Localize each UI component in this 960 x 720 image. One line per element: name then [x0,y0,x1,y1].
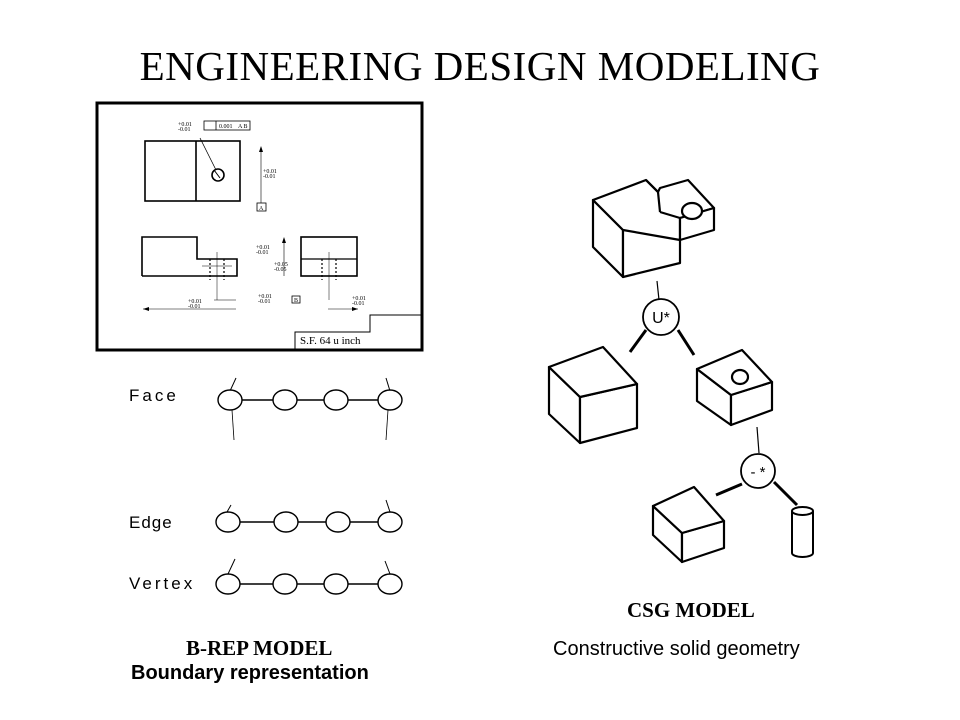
engineering-drawing [95,101,424,352]
bottom-tol-b: -0.01 [188,304,201,310]
edge-node-3 [325,511,351,533]
drawing-frame [95,101,424,352]
datum-b-label: B [294,298,298,304]
brep-edge-label: Edge [129,513,173,532]
brep-face-label: Face [129,386,179,405]
face-node-2 [272,389,298,411]
mid-tol-a: +0.01 [256,245,270,251]
bottom-tol-c: +0.01 [258,294,272,300]
face-node-1 [217,389,243,411]
hole-circle [211,168,225,182]
bottom-tol-e: +0.01 [352,296,366,302]
brep-vertex-graph [215,558,403,595]
title-block [294,314,422,350]
datum-a-box [256,202,267,212]
union-operator: U* [652,310,670,327]
datum-b-box [291,295,301,304]
front-view [141,236,238,277]
datum-a-label: A [259,206,264,212]
fcf-datum: A B [238,124,248,130]
hole-feature [680,201,704,221]
page-title: ENGINEERING DESIGN MODELING [139,43,821,89]
mid-tol-c: +0.05 [274,262,288,268]
brep-edge-graph [215,499,403,533]
side-tol-a: +0.01 [263,169,277,175]
vertex-node-4 [377,573,403,595]
csg-model-label: CSG MODEL [627,598,755,622]
csg-small-block [651,485,726,564]
top-tol-b: -0.01 [178,127,191,133]
vertex-node-3 [323,573,349,595]
union-node [642,298,680,336]
brep-face-graph [217,377,403,441]
brep-model-label: B-REP MODEL [186,636,333,660]
bottom-tol-a: +0.01 [188,299,202,305]
csg-result-solid [591,178,716,279]
csg-block-left [547,345,639,445]
feature-control-frame [203,120,251,131]
mid-tol-d: -0.05 [274,267,287,273]
csg-cylinder [791,506,814,558]
face-node-3 [323,389,349,411]
scale-note: S.F. 64 u inch [300,335,361,347]
edge-node-2 [273,511,299,533]
top-tol-a: +0.01 [178,122,192,128]
brep-description: Boundary representation [131,662,369,684]
edge-node-1 [215,511,241,533]
top-view [144,140,241,202]
mid-tol-b: -0.01 [256,250,269,256]
face-node-4 [377,389,403,411]
difference-node [740,453,776,489]
csg-block-with-hole [695,348,774,427]
vertex-node-2 [272,573,298,595]
vertex-node-1 [215,573,241,595]
csg-description: Constructive solid geometry [553,638,800,660]
bottom-tol-f: -0.01 [352,301,365,307]
side-tol-b: -0.01 [263,174,276,180]
drawing-callouts: +0.01 -0.01 0.001 A B +0.01 -0.01 A +0.0… [178,122,366,310]
difference-operator: - * [751,464,766,481]
bottom-tol-d: -0.01 [258,299,271,305]
brep-vertex-label: Vertex [129,574,196,593]
edge-node-4 [377,511,403,533]
fcf-value: 0.001 [219,124,233,130]
